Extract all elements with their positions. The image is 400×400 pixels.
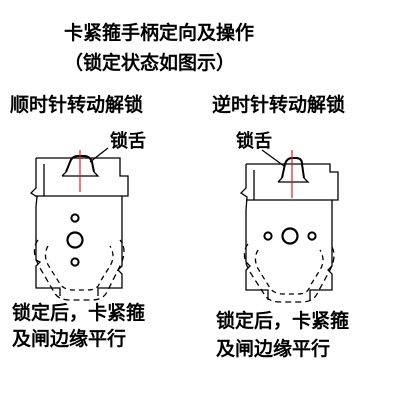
right-panel-heading: 逆时针转动解锁	[212, 94, 346, 116]
title-line-2: （锁定状态如图示）	[64, 52, 236, 74]
right-gate-dashed-outline	[243, 243, 335, 303]
left-hole-bottom	[70, 257, 80, 267]
left-gate-dashed-inner	[44, 245, 114, 291]
right-caption-line-2: 及闸边缘平行	[216, 338, 331, 360]
right-hole-left	[263, 231, 273, 241]
right-upper-housing	[239, 163, 339, 211]
right-hole-center	[281, 227, 299, 245]
right-lock-tongue-base	[277, 177, 310, 183]
right-clamp-drawing	[239, 149, 339, 303]
right-lock-tongue-label: 锁舌	[236, 131, 272, 152]
left-clamp-drawing	[29, 147, 129, 301]
right-caption-line-1: 锁定后，卡紧箍	[216, 310, 350, 332]
left-caption-line-2: 及闸边缘平行	[12, 328, 127, 350]
title-line-1: 卡紧箍手柄定向及操作	[64, 22, 255, 44]
left-caption-line-1: 锁定后，卡紧箍	[12, 302, 146, 324]
left-panel-heading: 顺时针转动解锁	[10, 94, 144, 116]
right-lower-body	[245, 210, 333, 300]
left-tongue-leader	[89, 147, 109, 163]
right-tongue-leader	[261, 149, 285, 167]
left-lock-tongue-base	[61, 171, 100, 177]
left-hole-top	[70, 213, 80, 223]
right-gate-dashed-inner	[254, 249, 324, 295]
right-hole-right	[307, 231, 317, 241]
left-lock-tongue	[65, 155, 95, 173]
right-lock-tongue	[281, 157, 305, 179]
left-lock-tongue-label: 锁舌	[110, 131, 146, 152]
left-gate-dashed-outline	[33, 239, 125, 301]
left-hole-center	[66, 231, 84, 249]
